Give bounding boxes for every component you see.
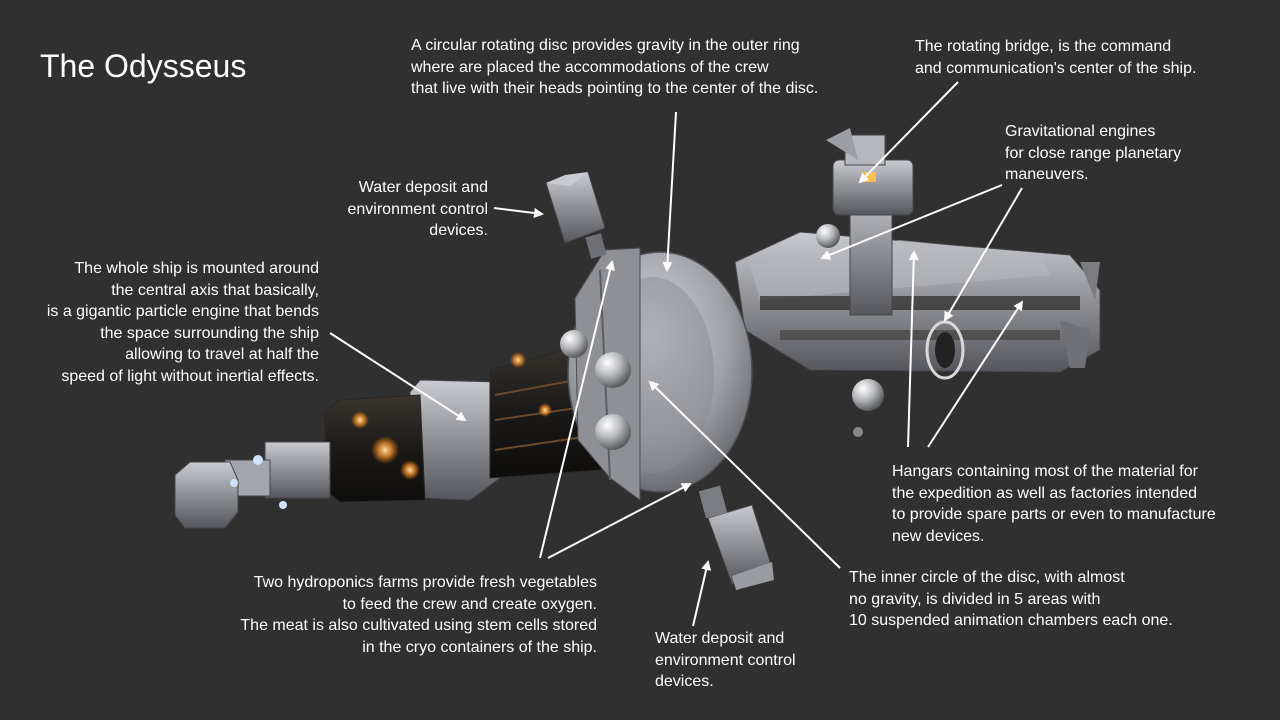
callout-line: maneuvers. — [1005, 166, 1089, 183]
callout-line: environment control — [655, 651, 796, 669]
callout-line: devices. — [429, 222, 488, 239]
water-deposit-bottom — [698, 485, 774, 590]
arrow-hangars-right — [927, 300, 1024, 448]
arrow-hangars-left — [907, 250, 919, 448]
callout-central-axis: The whole ship is mounted around the cen… — [47, 258, 319, 387]
callout-inner-circle: The inner circle of the disc, with almos… — [849, 567, 1173, 632]
diagram-title: The Odysseus — [40, 48, 247, 84]
callout-line: no gravity, is divided in 5 areas with — [849, 590, 1101, 608]
callout-line: The inner circle of the disc, with almos… — [849, 569, 1125, 586]
engine-spheres — [816, 224, 884, 437]
callout-line: Water deposit and — [358, 179, 488, 196]
callout-line: devices. — [655, 673, 714, 690]
arrow-engines-right — [943, 187, 1023, 322]
hangar-ring-detail — [925, 320, 965, 380]
callout-rotating-disc: A circular rotating disc provides gravit… — [411, 35, 818, 100]
callout-line: the expedition as well as factories inte… — [892, 484, 1198, 502]
callout-line: the space surrounding the ship — [100, 324, 319, 342]
callout-line: that live with their heads pointing to t… — [411, 80, 819, 97]
callout-line: Water deposit and — [655, 630, 785, 647]
callout-line: speed of light without inertial effects. — [61, 367, 319, 385]
callout-line: 10 suspended animation chambers each one… — [849, 612, 1173, 629]
callout-line: Hangars containing most of the material … — [892, 463, 1198, 480]
callout-arrows — [329, 81, 1024, 627]
callout-line: to provide spare parts or even to manufa… — [892, 506, 1216, 523]
callout-hydroponics: Two hydroponics farms provide fresh vege… — [240, 572, 597, 658]
callout-line: where are placed the accommodations of t… — [411, 58, 769, 76]
central-axis-engine — [174, 339, 641, 529]
arrow-hydroponics-right — [547, 483, 692, 559]
callout-line: in the cryo containers of the ship. — [362, 638, 597, 656]
callout-line: The meat is also cultivated using stem c… — [240, 617, 597, 634]
callout-line: for close range planetary — [1005, 144, 1182, 162]
callout-line: A circular rotating disc provides gravit… — [411, 37, 800, 54]
callout-line: allowing to travel at half the — [125, 346, 319, 363]
callout-line: The whole ship is mounted around — [74, 260, 319, 277]
callout-line: Two hydroponics farms provide fresh vege… — [253, 574, 597, 591]
rear-hull-section — [734, 231, 1101, 373]
arrow-water-bottom — [692, 560, 712, 627]
arrow-inner-circle — [648, 380, 841, 569]
callout-line: and communication's center of the ship. — [915, 59, 1197, 77]
callout-water-deposit-top: Water deposit and environment control de… — [347, 177, 488, 242]
callout-gravitational-engines: Gravitational engines for close range pl… — [1005, 121, 1181, 186]
rotating-bridge-tower — [826, 128, 914, 316]
callout-water-deposit-bottom: Water deposit and environment control de… — [655, 628, 796, 693]
arrow-engines-left — [820, 184, 1003, 260]
arrow-hydroponics-left — [539, 260, 615, 559]
arrow-water-top — [493, 207, 544, 218]
water-deposit-top — [545, 171, 607, 259]
callout-line: is a gigantic particle engine that bends — [46, 303, 319, 320]
arrow-axis — [329, 332, 467, 422]
callout-line: Gravitational engines — [1005, 123, 1156, 140]
callout-line: new devices. — [892, 527, 985, 545]
callout-hangars: Hangars containing most of the material … — [892, 461, 1216, 547]
hydroponics-spheres — [560, 330, 631, 450]
callout-line: to feed the crew and create oxygen. — [342, 595, 597, 613]
arrow-bridge — [858, 81, 959, 184]
arrow-disc — [662, 111, 677, 272]
callout-line: environment control — [347, 200, 488, 218]
callout-line: the central axis that basically, — [111, 281, 319, 299]
callout-rotating-bridge: The rotating bridge, is the command and … — [915, 36, 1196, 79]
callout-line: The rotating bridge, is the command — [915, 38, 1172, 55]
